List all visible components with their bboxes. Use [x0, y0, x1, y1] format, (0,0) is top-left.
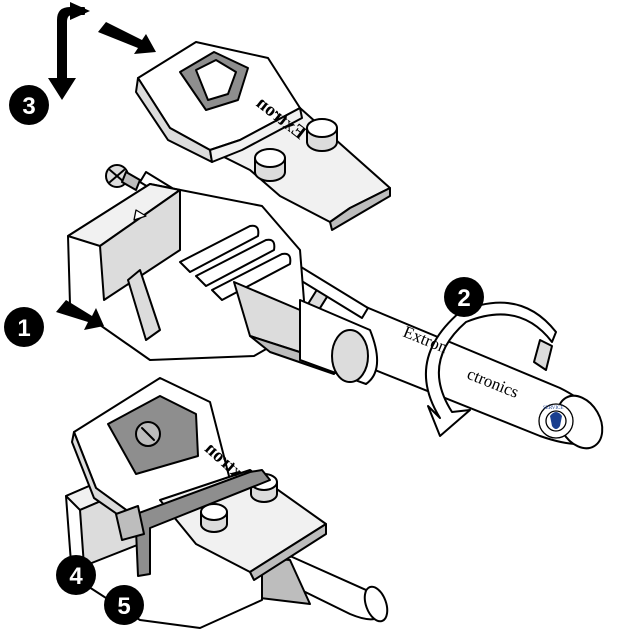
svg-text:2: 2: [457, 285, 470, 312]
svg-text:5: 5: [117, 593, 130, 620]
step-badge-2: 2: [444, 277, 484, 317]
step-1-arrow-icon: [56, 300, 104, 330]
top-housing: Extron: [135, 41, 391, 231]
service-logo-icon: SERVICE: [538, 403, 574, 439]
connector-body: [67, 183, 378, 385]
svg-text:3: 3: [22, 93, 35, 120]
step-badge-4: 4: [56, 555, 96, 595]
step-badge-1: 1: [4, 307, 44, 347]
svg-text:4: 4: [69, 563, 83, 590]
step-3-arrows: [48, 2, 156, 100]
assembled-connector: Extron: [65, 377, 389, 629]
push-arrow-icon: [98, 22, 156, 54]
step-badge-3: 3: [9, 85, 49, 125]
svg-text:SERVICE: SERVICE: [543, 406, 563, 411]
step-badge-5: 5: [104, 585, 144, 625]
svg-text:1: 1: [17, 315, 30, 342]
rotate-arrow-icon: [424, 301, 557, 437]
cable-tie: [119, 469, 271, 577]
